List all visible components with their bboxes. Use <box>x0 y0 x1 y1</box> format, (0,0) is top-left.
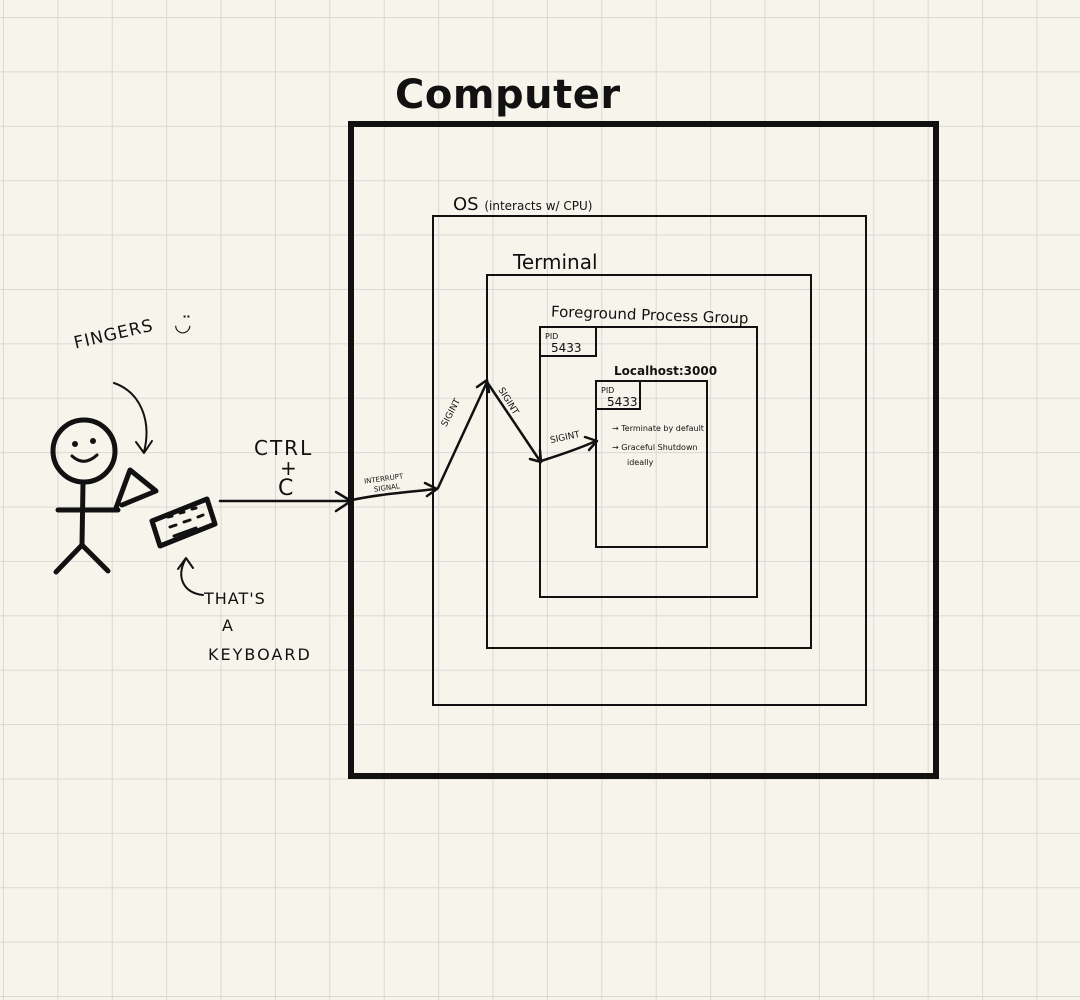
keyboard-note-line3: KEYBOARD <box>208 645 312 664</box>
sigint-arrow-up <box>436 380 489 490</box>
os-label: OS (interacts w/ CPU) <box>453 194 592 215</box>
smiley-icon: ◡̈ <box>174 312 192 336</box>
terminal-box <box>486 274 812 649</box>
figure-eye-right <box>90 438 96 444</box>
localhost-pid-value: 5433 <box>607 395 638 409</box>
os-label-main: OS <box>453 194 479 215</box>
localhost-note-graceful: → Graceful Shutdown <box>612 443 698 452</box>
foreground-pid-key: PID <box>545 332 559 341</box>
figure-hand <box>113 467 159 511</box>
localhost-box <box>595 380 708 548</box>
sigint-arrow-up-head <box>475 378 491 394</box>
sigint-arrow-process-head <box>583 435 599 452</box>
diagram-title: Computer <box>395 72 621 118</box>
ctrl-key-label: CTRL <box>254 436 314 460</box>
foreground-pid-value: 5433 <box>551 341 582 355</box>
interrupt-signal-arrow <box>350 487 438 502</box>
figure-leg-left <box>53 542 85 575</box>
keyboard-note-line2: A <box>222 616 233 635</box>
localhost-note-ideally: ideally <box>627 458 654 467</box>
interrupt-signal-arrowhead <box>423 481 439 498</box>
localhost-note-terminate: → Terminate by default <box>612 424 704 433</box>
fingers-arrow <box>113 382 148 453</box>
localhost-pid-tag: PID 5433 <box>595 380 641 410</box>
ctrl-c-arrowhead <box>334 490 353 513</box>
sigint-arrow-process <box>539 439 598 463</box>
os-box <box>432 215 867 706</box>
c-key-label: C <box>278 476 294 501</box>
keyboard-arrow <box>180 559 204 596</box>
figure-body <box>79 480 86 548</box>
figure-head <box>50 417 118 485</box>
computer-box <box>348 121 939 779</box>
foreground-pid-tag: PID 5433 <box>539 326 597 357</box>
keyboard-icon <box>149 496 218 549</box>
fingers-arrowhead <box>135 440 153 454</box>
localhost-pid-key: PID <box>601 386 615 395</box>
localhost-label: Localhost:3000 <box>614 364 718 378</box>
keyboard-note-line1: THAT'S <box>204 589 266 608</box>
terminal-label: Terminal <box>513 250 598 274</box>
figure-eye-left <box>72 441 78 447</box>
sigint-arrow-down <box>485 380 542 463</box>
os-label-sub: (interacts w/ CPU) <box>484 199 593 213</box>
stick-figure-icon <box>50 417 159 575</box>
figure-leg-right <box>79 542 111 574</box>
plus-label: + <box>280 456 297 480</box>
figure-mouth <box>70 453 99 463</box>
keyboard-arrowhead <box>177 557 194 570</box>
